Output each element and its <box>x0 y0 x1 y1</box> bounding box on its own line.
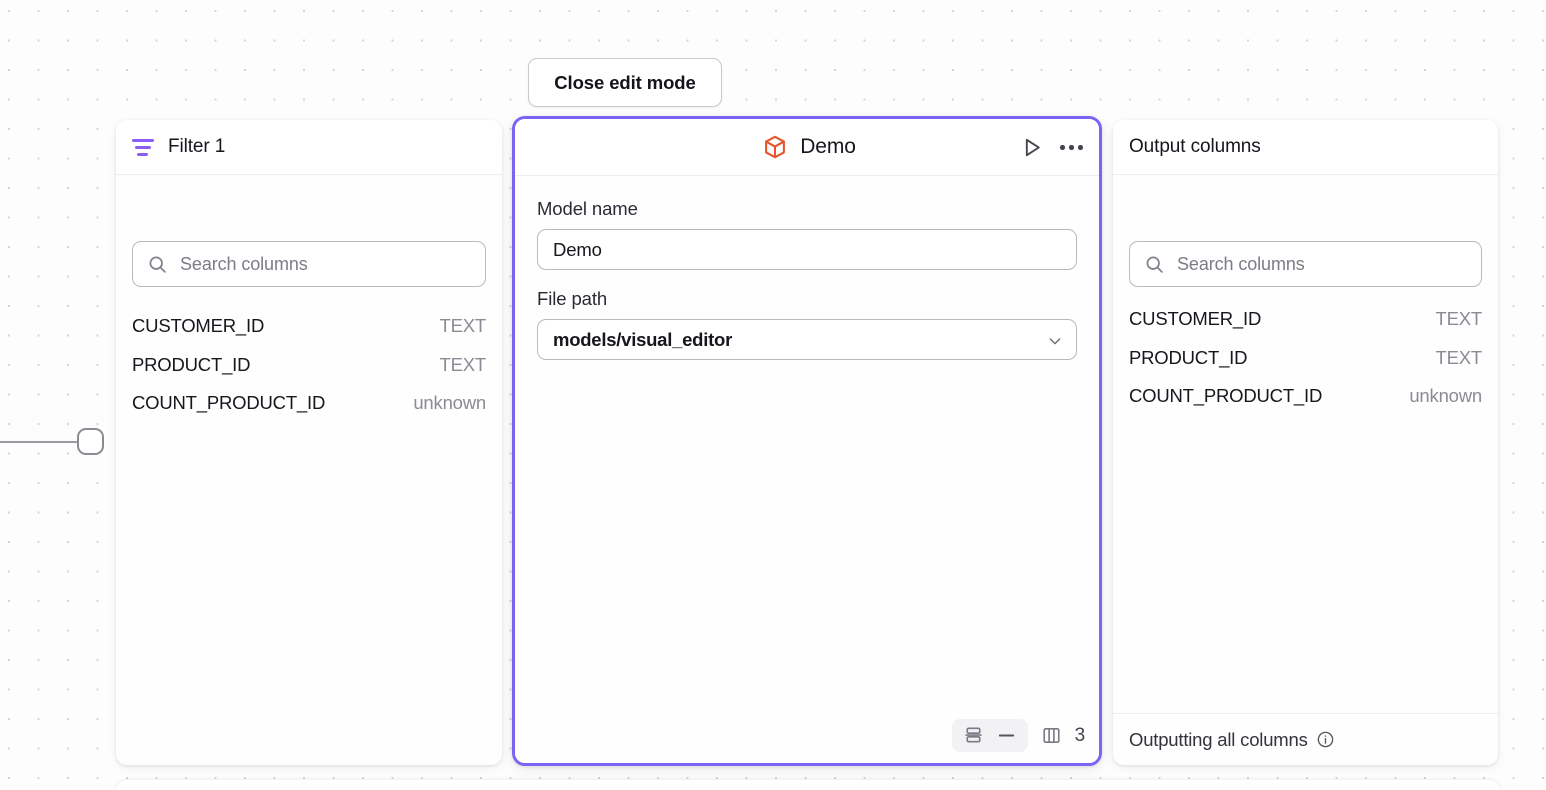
search-icon <box>147 254 168 275</box>
filter-panel-title: Filter 1 <box>168 136 226 157</box>
demo-footer-toolbar: 3 <box>951 719 1086 752</box>
input-connector-handle[interactable] <box>77 428 104 455</box>
columns-layout-icon <box>1040 724 1063 747</box>
output-panel-header: Output columns <box>1113 120 1498 175</box>
search-icon <box>1144 254 1165 275</box>
output-footer-text: Outputting all columns <box>1129 728 1308 750</box>
table-row[interactable]: COUNT_PRODUCT_ID unknown <box>132 392 486 431</box>
table-row[interactable]: CUSTOMER_ID TEXT <box>1129 308 1482 347</box>
cube-icon <box>762 134 788 160</box>
output-columns-list: CUSTOMER_ID TEXT PRODUCT_ID TEXT COUNT_P… <box>1113 308 1498 424</box>
output-footer: Outputting all columns <box>1113 713 1498 765</box>
play-icon[interactable] <box>1019 135 1044 160</box>
filter-node-panel[interactable]: Filter 1 Search columns CUSTOMER_ID TEXT <box>116 120 502 765</box>
demo-model-node-panel[interactable]: Demo Model name Demo File path <box>512 116 1102 766</box>
column-type: TEXT <box>439 315 487 336</box>
column-type: TEXT <box>439 353 487 375</box>
demo-panel-title: Demo <box>800 135 856 158</box>
table-row[interactable]: PRODUCT_ID TEXT <box>1129 347 1482 386</box>
model-name-label: Model name <box>537 198 638 219</box>
file-path-label: File path <box>537 288 608 309</box>
filter-search-placeholder: Search columns <box>180 253 308 274</box>
output-columns-panel[interactable]: Output columns Search columns CUSTOMER_I… <box>1113 120 1498 765</box>
incoming-edge-line <box>0 441 80 443</box>
layout-toggle-group[interactable] <box>951 719 1028 752</box>
minus-icon[interactable] <box>995 724 1018 747</box>
demo-title-wrap: Demo <box>762 134 856 160</box>
model-name-field[interactable]: Demo <box>537 229 1077 270</box>
filter-columns-list: CUSTOMER_ID TEXT PRODUCT_ID TEXT COUNT_P… <box>116 315 502 431</box>
output-search-input[interactable]: Search columns <box>1129 241 1482 287</box>
table-row[interactable]: PRODUCT_ID TEXT <box>132 354 486 393</box>
file-path-value: models/visual_editor <box>553 328 733 350</box>
output-search-placeholder: Search columns <box>1177 253 1305 274</box>
demo-header-actions <box>1019 119 1083 176</box>
bottom-partial-panel[interactable] <box>116 780 1500 790</box>
column-name: CUSTOMER_ID <box>132 315 265 336</box>
column-name: COUNT_PRODUCT_ID <box>1129 385 1323 406</box>
filter-search-input[interactable]: Search columns <box>132 241 486 287</box>
column-name: COUNT_PRODUCT_ID <box>132 392 326 413</box>
close-edit-mode-button[interactable]: Close edit mode <box>528 58 722 107</box>
table-row[interactable]: COUNT_PRODUCT_ID unknown <box>1129 385 1482 424</box>
demo-form: Model name Demo File path models/visual_… <box>515 176 1099 360</box>
filter-panel-body: Search columns CUSTOMER_ID TEXT PRODUCT_… <box>116 175 502 765</box>
ellipsis-icon[interactable] <box>1060 135 1083 161</box>
file-path-select[interactable]: models/visual_editor <box>537 319 1077 360</box>
output-panel-title: Output columns <box>1129 136 1261 157</box>
column-type: TEXT <box>1435 308 1483 329</box>
column-type: unknown <box>413 392 486 413</box>
demo-panel-body: Model name Demo File path models/visual_… <box>515 176 1099 763</box>
model-name-value: Demo <box>553 238 602 260</box>
filter-icon <box>132 138 154 156</box>
column-count-label: 3 <box>1074 724 1086 746</box>
output-panel-body: Search columns CUSTOMER_ID TEXT PRODUCT_… <box>1113 175 1498 765</box>
column-type: unknown <box>1409 385 1482 406</box>
info-icon[interactable] <box>1316 730 1335 749</box>
column-type: TEXT <box>1435 346 1483 368</box>
column-name: PRODUCT_ID <box>1129 346 1248 368</box>
rows-layout-icon[interactable] <box>962 724 985 747</box>
demo-panel-header: Demo <box>515 119 1099 176</box>
filter-panel-header: Filter 1 <box>116 120 502 175</box>
table-row[interactable]: CUSTOMER_ID TEXT <box>132 315 486 354</box>
column-name: PRODUCT_ID <box>132 353 251 375</box>
column-name: CUSTOMER_ID <box>1129 308 1262 329</box>
chevron-down-icon <box>1047 332 1063 348</box>
